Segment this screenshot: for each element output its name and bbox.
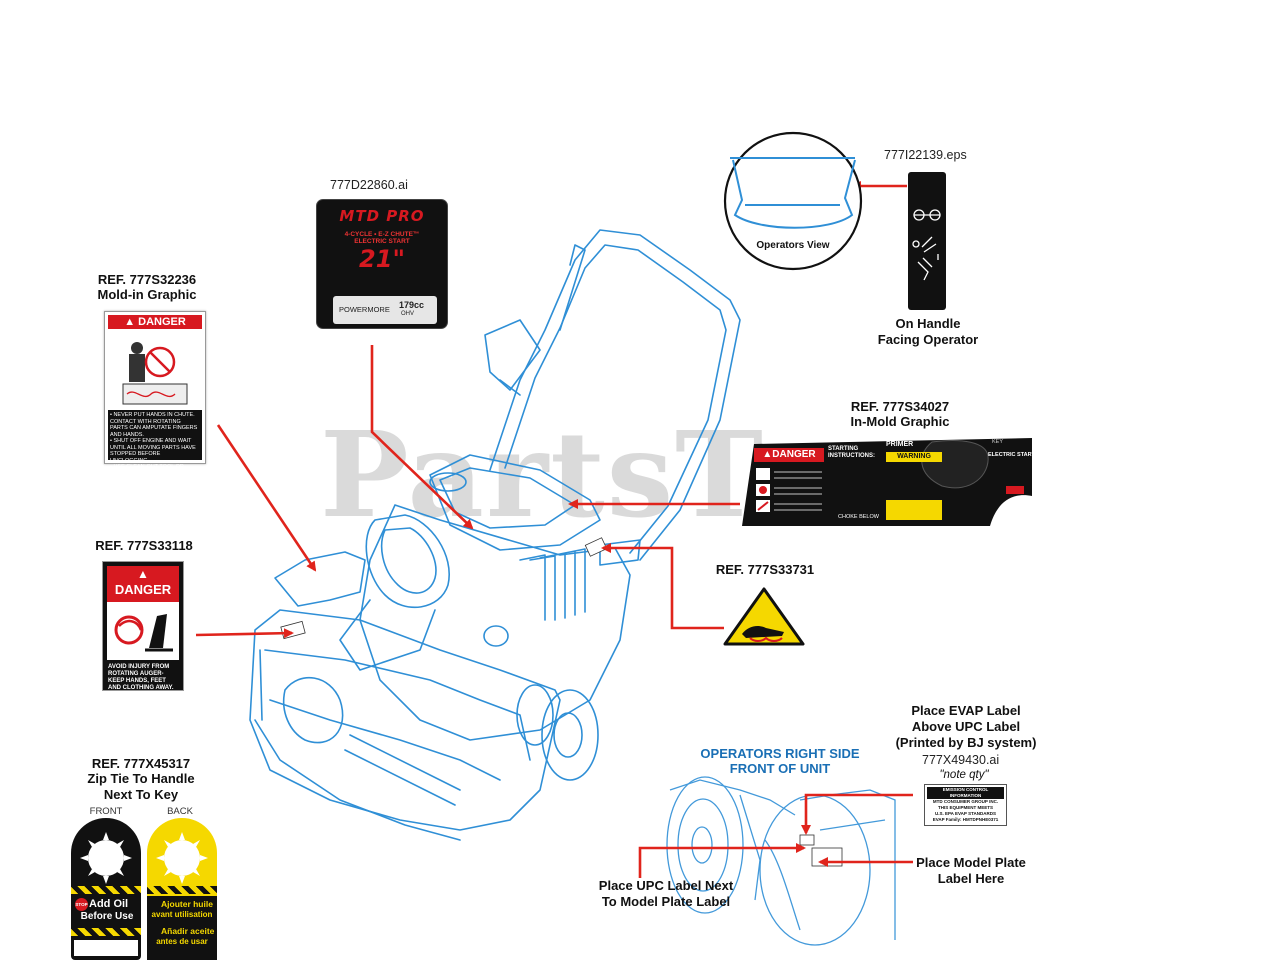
handle-decal-filename: 777I22139.eps xyxy=(884,148,967,162)
mtd-pro-size: 21" xyxy=(359,245,405,273)
warning-triangle-icon: ▲ xyxy=(124,316,139,328)
auger-ref: REF. 777S33118 xyxy=(95,538,193,553)
inmold-pictograms xyxy=(756,468,822,512)
mtd-pro-line2: ELECTRIC START xyxy=(354,238,410,245)
tag-line1: Zip Tie To Handle xyxy=(87,771,195,786)
evap-note: "note qty" xyxy=(939,769,989,781)
mold-danger-text2: • SHUT OFF ENGINE AND WAIT UNTIL ALL MOV… xyxy=(110,438,196,464)
mold-danger-decal: ▲ DANGER • NEVER PUT HANDS IN CHUTE. CON… xyxy=(104,311,206,483)
inmold-warning-text: WARNING xyxy=(897,453,931,460)
tag-front: STOP Add Oil Before Use xyxy=(71,818,141,960)
upc-line1: Place UPC Label Next xyxy=(598,878,734,893)
auger-warning-icon: ▲ xyxy=(137,567,149,581)
inmold-decal: ▲DANGER STARTING INSTRUCTIONS: PRIMER WA… xyxy=(742,434,1035,526)
inmold-choke: CHOKE BELOW xyxy=(838,514,879,520)
evap-filename: 777X49430.ai xyxy=(922,753,1000,767)
mold-danger-text-block: • NEVER PUT HANDS IN CHUTE. CONTACT WITH… xyxy=(108,410,202,483)
side-view-line1: OPERATORS RIGHT SIDE xyxy=(700,746,860,761)
auger-header-text: DANGER xyxy=(114,582,172,597)
evap-box4: U.S. EPA EVAP STANDARDS xyxy=(934,811,996,816)
tag-back-text-panel: Ajouter huile avant utilisation Añadir a… xyxy=(147,896,217,960)
handle-symbols xyxy=(912,209,941,281)
mtd-pro-line1: 4-CYCLE • E-Z CHUTE™ xyxy=(344,231,420,238)
mtd-pro-brand: MTD PRO xyxy=(339,207,425,225)
tag-back-text3: Añadir aceite xyxy=(161,926,215,936)
inmold-yellow-box xyxy=(886,500,942,520)
tag-ref: REF. 777X45317 xyxy=(91,756,191,771)
model-plate-line2: Label Here xyxy=(937,871,1005,886)
side-view-line2: FRONT OF UNIT xyxy=(729,761,831,776)
tag-front-stop: STOP xyxy=(75,898,88,911)
tag-back-hazard-top xyxy=(147,886,217,894)
evap-line2: Above UPC Label xyxy=(911,719,1021,734)
hot-surface-ref: REF. 777S33731 xyxy=(715,562,815,577)
inmold-starting: STARTING INSTRUCTIONS: xyxy=(828,446,875,459)
evap-box2: MTD CONSUMER GROUP INC. xyxy=(932,799,999,804)
inmold-red-corner xyxy=(1006,486,1024,494)
tag-line2: Next To Key xyxy=(103,787,179,802)
tag-front-sun-icon xyxy=(80,832,132,884)
mold-desc: Mold-in Graphic xyxy=(97,287,197,302)
inmold-key: KEY xyxy=(992,439,1004,445)
handle-label-line1: On Handle xyxy=(895,316,961,331)
tag-back-text4: antes de usar xyxy=(156,937,208,946)
evap-line1: Place EVAP Label xyxy=(911,703,1021,718)
mold-danger-header: ▲ DANGER xyxy=(108,315,202,329)
handle-decal xyxy=(908,172,946,310)
mtd-pro-decal: MTD PRO 4-CYCLE • E-Z CHUTE™ ELECTRIC ST… xyxy=(316,199,448,329)
auger-pictogram xyxy=(107,602,179,660)
tag-back-sun-icon xyxy=(156,832,208,884)
tag-front-text1: Add Oil xyxy=(89,898,129,910)
auger-header: ▲ DANGER xyxy=(107,566,179,602)
upc-line2: To Model Plate Label xyxy=(601,894,731,909)
inmold-danger-text: DANGER xyxy=(772,449,816,460)
tag-front-icon-strip xyxy=(74,940,138,956)
mold-danger-text1: • NEVER PUT HANDS IN CHUTE. CONTACT WITH… xyxy=(110,412,198,438)
handle-label-line2: Facing Operator xyxy=(877,332,979,347)
tag-back-text1: Ajouter huile xyxy=(161,899,213,909)
auger-danger-decal: ▲ DANGER AVOID INJURY FROM ROTATING AUGE… xyxy=(102,561,184,691)
mtd-pro-filename: 777D22860.ai xyxy=(330,178,408,192)
inmold-warning: WARNING xyxy=(886,452,942,462)
operators-view-caption: Operators View xyxy=(756,240,830,251)
inmold-warning-icon: ▲ xyxy=(762,449,773,460)
evap-box3: THIS EQUIPMENT MEETS xyxy=(937,805,993,810)
inmold-primer: PRIMER xyxy=(886,441,914,448)
tag-front-stop-text: STOP xyxy=(75,902,88,907)
auger-text: AVOID INJURY FROM ROTATING AUGER- KEEP H… xyxy=(108,664,174,691)
inmold-danger: ▲DANGER xyxy=(754,448,824,462)
evap-line3: (Printed by BJ system) xyxy=(895,735,1037,750)
engine-brand: POWERMORE xyxy=(339,305,390,314)
evap-label-box: EMISSION CONTROL INFORMATION MTD CONSUME… xyxy=(924,784,1007,826)
tag-front-text2: Before Use xyxy=(80,911,134,922)
inmold-desc: In-Mold Graphic xyxy=(850,414,950,429)
inmold-ref: REF. 777S34027 xyxy=(850,399,950,414)
engine-panel: POWERMORE 179cc OHV xyxy=(333,296,437,324)
model-plate-line1: Place Model Plate xyxy=(916,855,1026,870)
mold-danger-text3: • USE CLEAN-OUT TOOL OR WOODEN STICK TO … xyxy=(110,464,188,483)
mold-ref: REF. 777S32236 xyxy=(97,272,197,287)
tag-back: Ajouter huile avant utilisation Añadir a… xyxy=(147,818,217,960)
tag-back-label: BACK xyxy=(167,806,193,817)
engine-type: OHV xyxy=(401,311,415,317)
tag-front-label: FRONT xyxy=(89,806,123,817)
tag-front-hazard-bottom xyxy=(71,928,141,936)
evap-box1: EMISSION CONTROL INFORMATION xyxy=(927,787,1004,799)
evap-box5: EVAP Family: HMTDPNHE0371 xyxy=(932,817,999,822)
hand-in-chute-pictogram xyxy=(122,342,188,405)
inmold-electric-start: ELECTRIC START xyxy=(988,452,1035,458)
engine-cc: 179cc xyxy=(399,300,425,310)
hot-surface-decal xyxy=(723,587,805,646)
mold-danger-header-text: DANGER xyxy=(138,316,186,328)
tag-front-hazard-top xyxy=(71,886,141,894)
tag-back-text2: avant utilisation xyxy=(151,910,213,919)
